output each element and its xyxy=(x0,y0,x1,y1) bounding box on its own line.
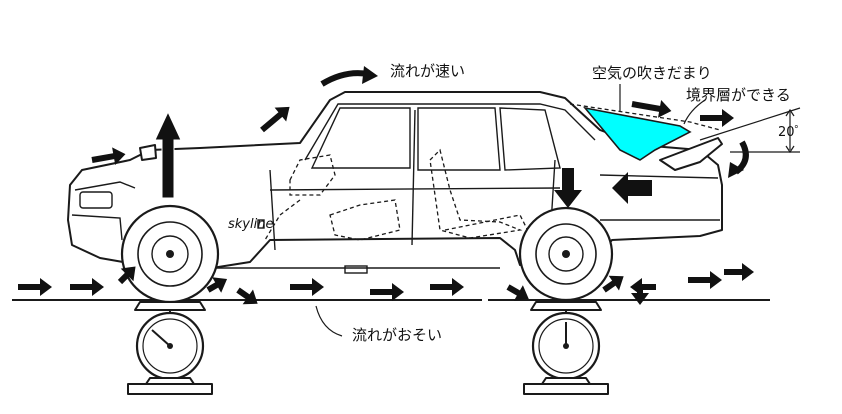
rear-wheel xyxy=(518,206,614,302)
lift-arrow-up xyxy=(154,110,182,199)
flow-arrow-icon xyxy=(724,263,754,281)
flow-arrow-icon xyxy=(117,266,136,285)
flow-arrow-icon xyxy=(630,278,656,296)
flow-arrow-icon xyxy=(631,287,649,305)
label-air-pocket: 空気の吹きだまり xyxy=(592,64,712,82)
flow-arrow-icon xyxy=(91,147,126,166)
car-badge: skyline xyxy=(228,217,273,232)
downforce-arrow xyxy=(554,168,582,208)
reverse-flow-arrow xyxy=(612,172,652,204)
flow-arrows xyxy=(18,99,754,305)
flow-arrow-icon xyxy=(370,283,404,301)
front-wheel xyxy=(120,204,220,304)
flow-arrow-icon xyxy=(602,275,624,293)
flow-arrow-icon xyxy=(260,106,290,133)
angle-indicator: 20゜ xyxy=(699,107,808,154)
flow-arrow-icon xyxy=(631,99,672,118)
label-fast-flow: 流れが速い xyxy=(390,62,465,80)
flow-arrow-icon xyxy=(206,277,228,293)
label-boundary-layer: 境界層ができる xyxy=(686,86,791,104)
flow-arrow-icon xyxy=(700,109,734,127)
angle-label: 20゜ xyxy=(778,125,808,140)
front-scale xyxy=(127,310,213,395)
flow-arrow-icon xyxy=(236,287,258,305)
label-slow-flow: 流れがおそい xyxy=(352,326,442,344)
flow-arrow-icon xyxy=(430,278,464,296)
air-pocket-area xyxy=(582,106,692,161)
rear-scale xyxy=(523,310,609,395)
flow-arrow-icon xyxy=(18,278,52,296)
flow-arrow-icon xyxy=(70,278,104,296)
flow-arrow-icon xyxy=(506,284,529,301)
flow-arrow-icon xyxy=(688,271,722,289)
curved-arrow-roof xyxy=(320,70,369,87)
flow-arrow-icon xyxy=(290,278,324,296)
